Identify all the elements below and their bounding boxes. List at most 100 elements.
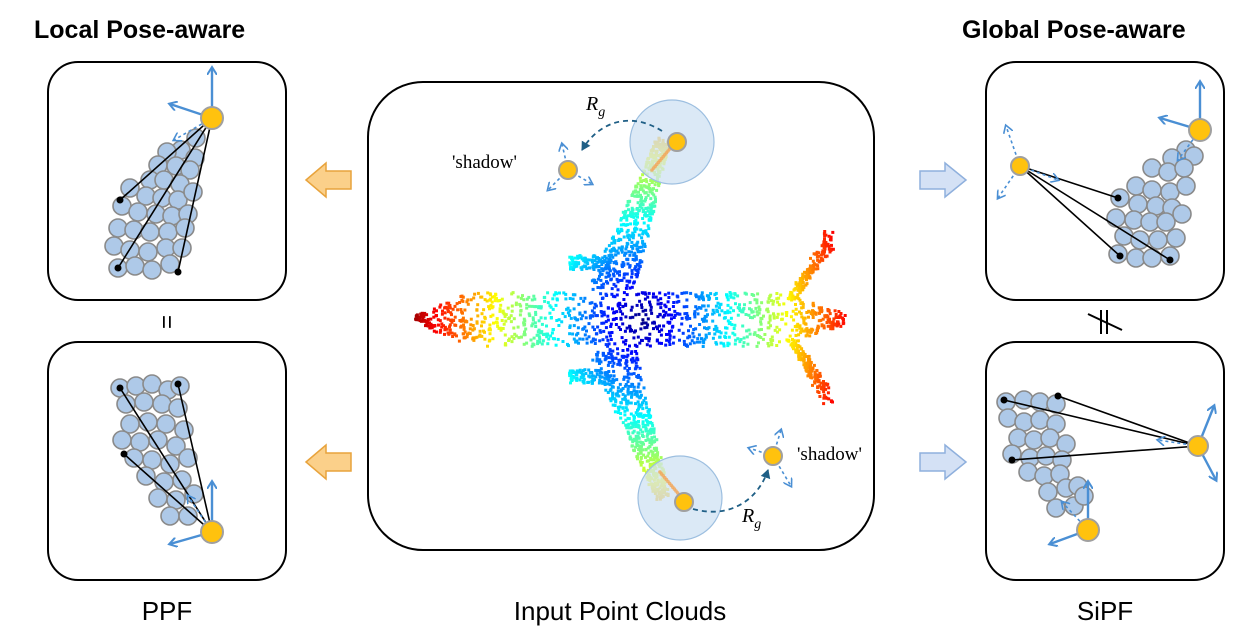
cloud-point [414,317,418,321]
keypoint [1076,518,1100,542]
cloud-point [601,353,605,357]
neighbor-point [1124,210,1144,230]
cloud-point [644,439,648,442]
cloud-point [729,306,733,310]
cloud-point [765,308,769,312]
cloud-point [628,238,632,242]
cloud-point [619,317,623,321]
neighbor-point [178,506,198,526]
cloud-point [627,391,631,395]
cloud-point [429,317,433,321]
cloud-point [630,285,634,289]
cloud-point [756,313,760,317]
cloud-point [655,188,659,192]
cloud-point [466,302,470,306]
cloud-point [711,319,715,323]
cloud-point [583,296,587,300]
cloud-point [509,314,513,318]
cloud-point [686,336,690,340]
cloud-point [598,371,602,375]
cloud-point [594,368,598,372]
cloud-point [624,315,628,319]
cloud-point [713,293,717,297]
cloud-point [486,344,489,348]
neighbor-point [128,202,148,222]
cloud-point [432,315,436,319]
cloud-point [595,332,599,336]
cloud-point [623,253,627,257]
cloud-point [627,376,631,380]
cloud-point [634,350,638,353]
cloud-point [614,284,618,288]
cloud-point [797,349,800,353]
cloud-point [483,316,487,320]
cloud-point [551,307,555,311]
neighbor-point [154,170,174,190]
cloud-point [616,389,620,393]
cloud-point [568,313,571,317]
cloud-point [578,254,582,258]
cloud-point [601,256,605,260]
cloud-point [542,333,545,336]
cloud-point [637,208,641,212]
cloud-point [594,375,598,379]
cloud-point [450,313,453,317]
cloud-point [425,321,429,325]
cloud-point [641,420,645,424]
cloud-point [622,291,626,295]
cloud-point [634,214,638,217]
cloud-point [707,326,711,330]
cloud-point [633,194,637,198]
cloud-point [641,448,645,452]
cloud-point [435,309,438,313]
cloud-point [641,309,645,313]
cloud-point [592,306,596,310]
cloud-point [766,300,770,304]
cloud-point [625,375,629,379]
cloud-point [588,314,592,318]
cloud-point [825,314,829,318]
cloud-point [531,342,535,346]
cloud-point [754,306,758,310]
cloud-point [453,315,457,319]
feature-line [1019,165,1119,199]
cloud-point [588,375,592,379]
cloud-point [755,298,759,302]
cloud-point [607,258,611,262]
cloud-point [625,326,629,330]
cloud-point [613,410,617,414]
cloud-point [629,358,633,362]
cloud-point [584,265,588,269]
cloud-point [602,329,606,333]
cloud-point [443,332,446,336]
cloud-point [788,293,792,297]
cloud-point [726,311,729,315]
cloud-point [652,453,656,457]
cloud-point [619,401,623,405]
cloud-point [640,260,644,264]
cloud-point [439,329,443,332]
cloud-point [566,311,570,315]
cloud-point [827,244,831,248]
neighbor-point [1174,158,1194,178]
cloud-point [618,363,622,367]
cloud-point [641,401,644,405]
cloud-point [639,327,643,331]
cloud-point [607,331,611,335]
cloud-point [625,408,629,412]
cloud-point [443,325,447,329]
cloud-point [585,337,589,341]
cloud-point [591,260,594,264]
cloud-point [522,342,526,346]
cloud-point [522,321,526,325]
feature-line [177,383,213,533]
cloud-point [638,449,642,453]
cloud-point [745,335,749,339]
cloud-point [616,386,620,390]
cloud-point [611,294,615,298]
cloud-point [488,292,492,296]
cloud-point [619,227,623,231]
cloud-point [746,342,750,346]
anchor-point [1114,194,1122,202]
cloud-point [438,305,442,309]
